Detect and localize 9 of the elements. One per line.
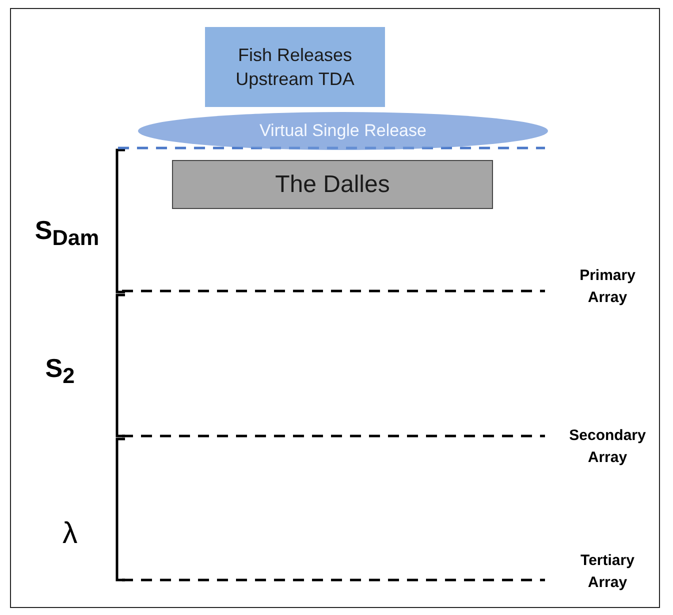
survival-symbol: S$_{2}$ [44,352,76,390]
array-label: Primary Array [578,266,636,308]
survival-symbol: S$_{Dam}$ [34,214,100,252]
array-label: Secondary Array [568,426,647,468]
process-box: Fish Releases Upstream TDA [205,27,385,107]
lambda-symbol: λ [62,516,78,552]
release-ellipse: Virtual Single Release [138,112,548,150]
dam-box: The Dalles [172,160,493,209]
array-label: Tertiary Array [580,551,636,593]
